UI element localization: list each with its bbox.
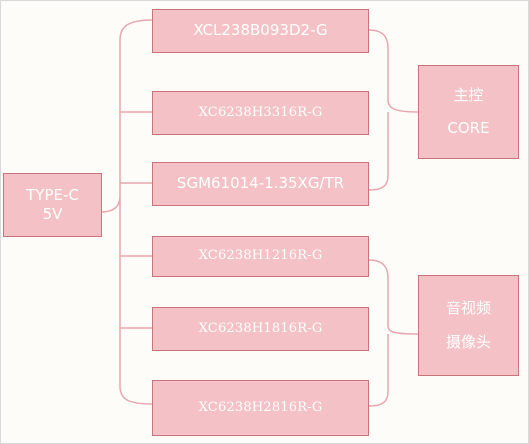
chip-label: XCL238B093D2-G <box>193 21 328 40</box>
chip-label: XC6238H2816R-G <box>198 399 323 415</box>
chip-box-6: XC6238H2816R-G <box>152 380 369 436</box>
chip-box-4: XC6238H1216R-G <box>152 236 369 277</box>
core-group-label-en: CORE <box>447 119 490 137</box>
core-brace <box>368 29 419 191</box>
type-c-input-box: TYPE-C 5V <box>3 173 102 237</box>
camera-group-box: 音视频 摄像头 <box>418 275 519 376</box>
chip-box-5: XC6238H1816R-G <box>152 307 369 351</box>
chip-label: XC6238H1216R-G <box>198 248 323 264</box>
chip-box-2: XC6238H3316R-G <box>152 91 369 135</box>
chip-label: XC6238H3316R-G <box>198 104 323 120</box>
core-group-box: 主控 CORE <box>418 65 519 159</box>
input-label-voltage: 5V <box>42 205 63 223</box>
input-label-type: TYPE-C <box>26 185 79 204</box>
core-group-label-cn: 主控 <box>453 85 484 104</box>
camera-group-label-av: 音视频 <box>445 299 491 317</box>
chip-box-1: XCL238B093D2-G <box>152 9 369 53</box>
chip-box-3: SGM61014-1.35XG/TR <box>152 162 369 206</box>
chip-label: XC6238H1816R-G <box>198 320 323 336</box>
camera-group-label-camera: 摄像头 <box>445 332 491 351</box>
camera-brace <box>368 259 419 407</box>
input-brace <box>100 19 153 405</box>
chip-label: SGM61014-1.35XG/TR <box>176 174 345 193</box>
